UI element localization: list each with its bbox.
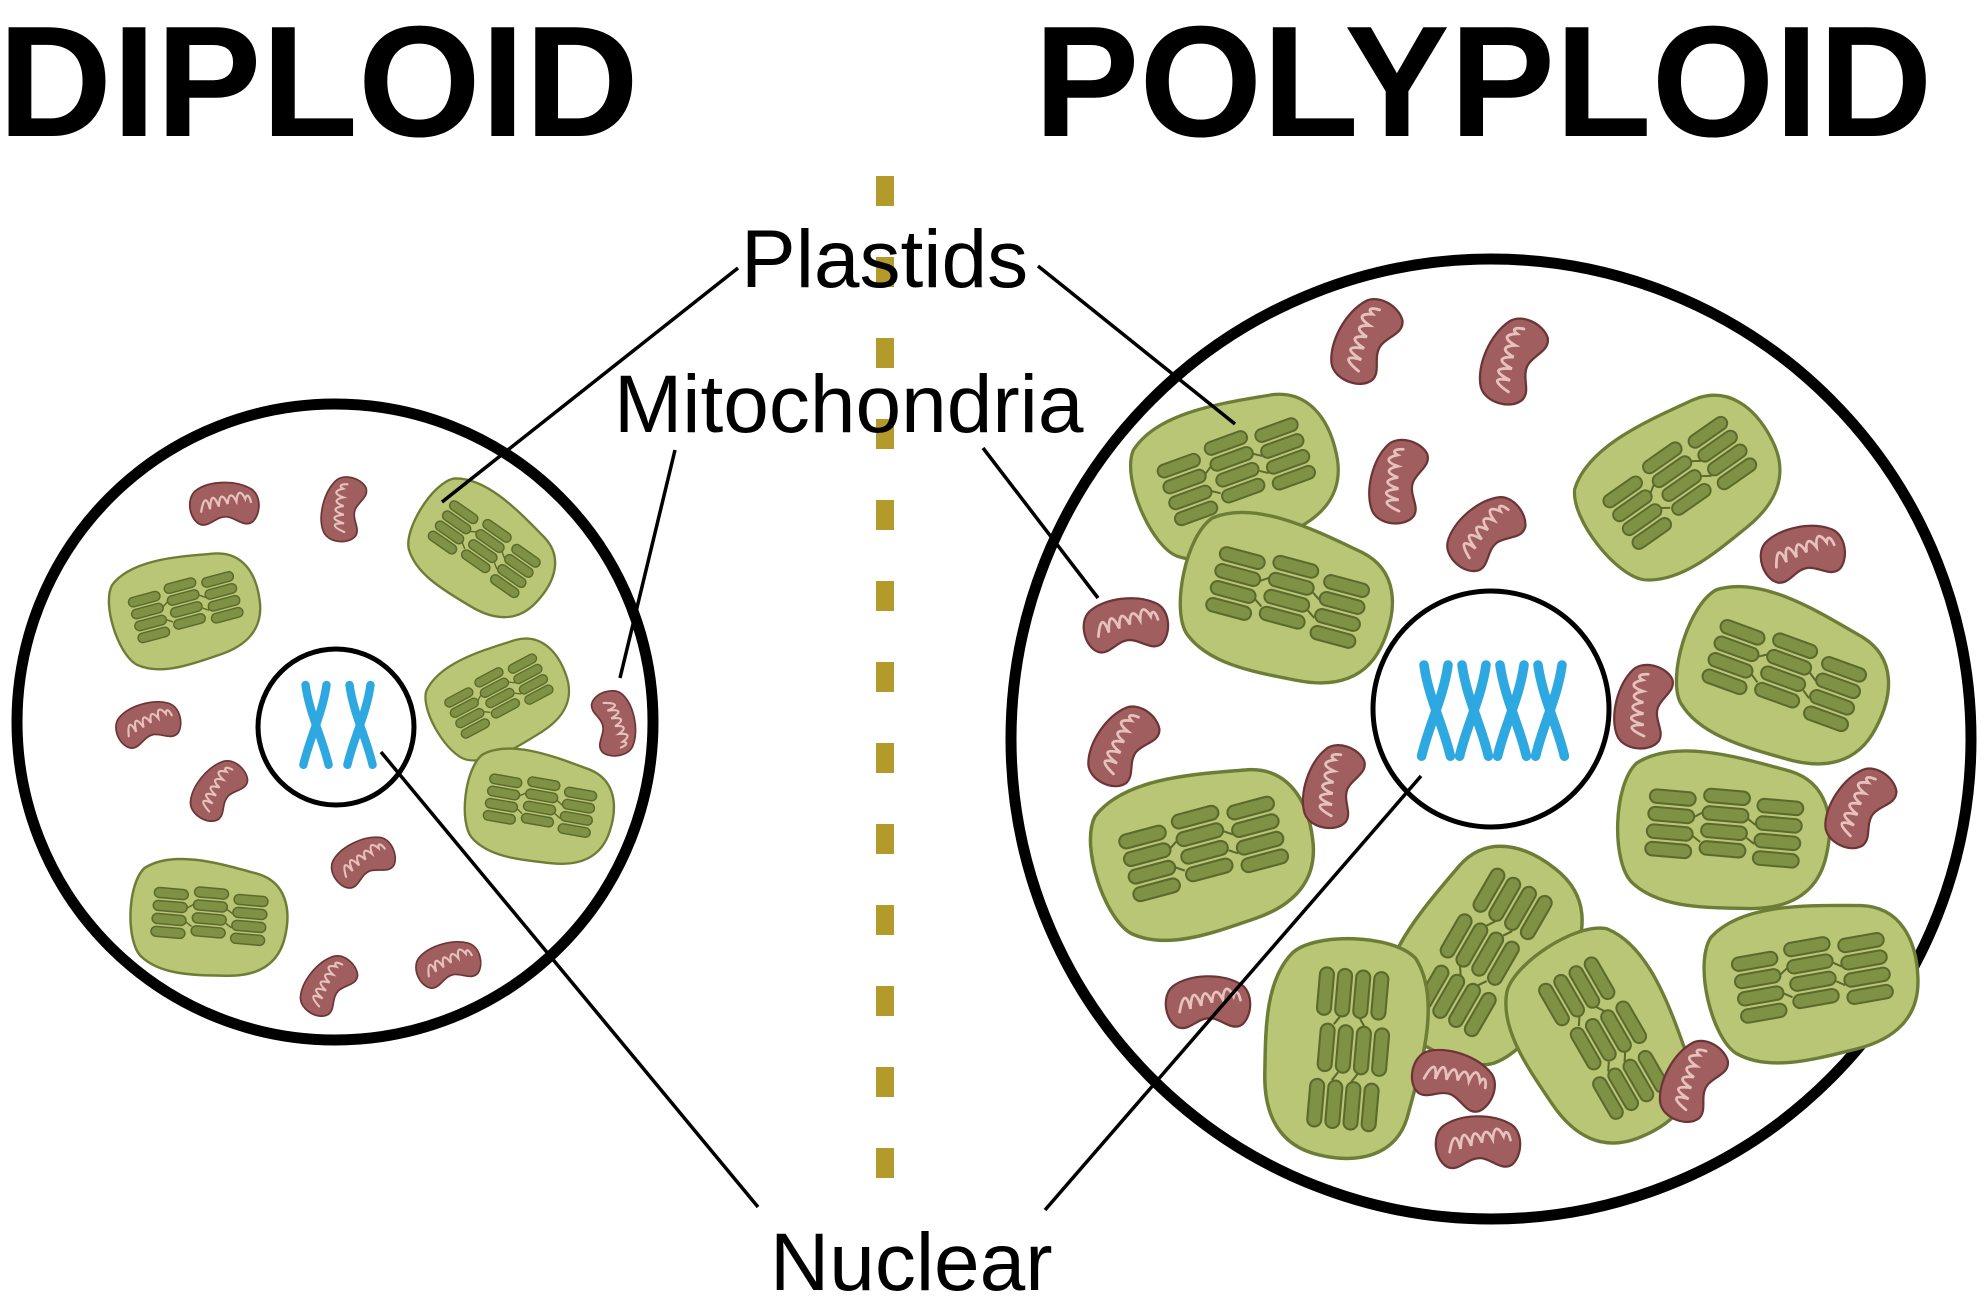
leader-nuclear-left: [379, 750, 760, 1209]
leader-plastids-left: [440, 266, 740, 504]
leader-nuclear-right: [1043, 774, 1423, 1212]
label-plastids: Plastids: [741, 214, 1028, 305]
leader-mitochondria-right: [981, 446, 1100, 600]
diploid-cell: [11, 398, 659, 1046]
label-nuclear: Nuclear: [770, 1217, 1053, 1308]
polyploid-nucleus: [1370, 588, 1612, 830]
leader-plastids-right: [1036, 264, 1237, 426]
polyploid-cell: [1005, 253, 1977, 1225]
leader-lines: [379, 264, 1423, 1212]
diploid-nucleus: [255, 646, 417, 808]
polyploid-title: POLYPLOID: [1034, 0, 1932, 170]
diploid-title: DIPLOID: [0, 0, 639, 170]
label-mitochondria: Mitochondria: [614, 359, 1084, 450]
leader-mitochondria-left: [618, 449, 677, 679]
